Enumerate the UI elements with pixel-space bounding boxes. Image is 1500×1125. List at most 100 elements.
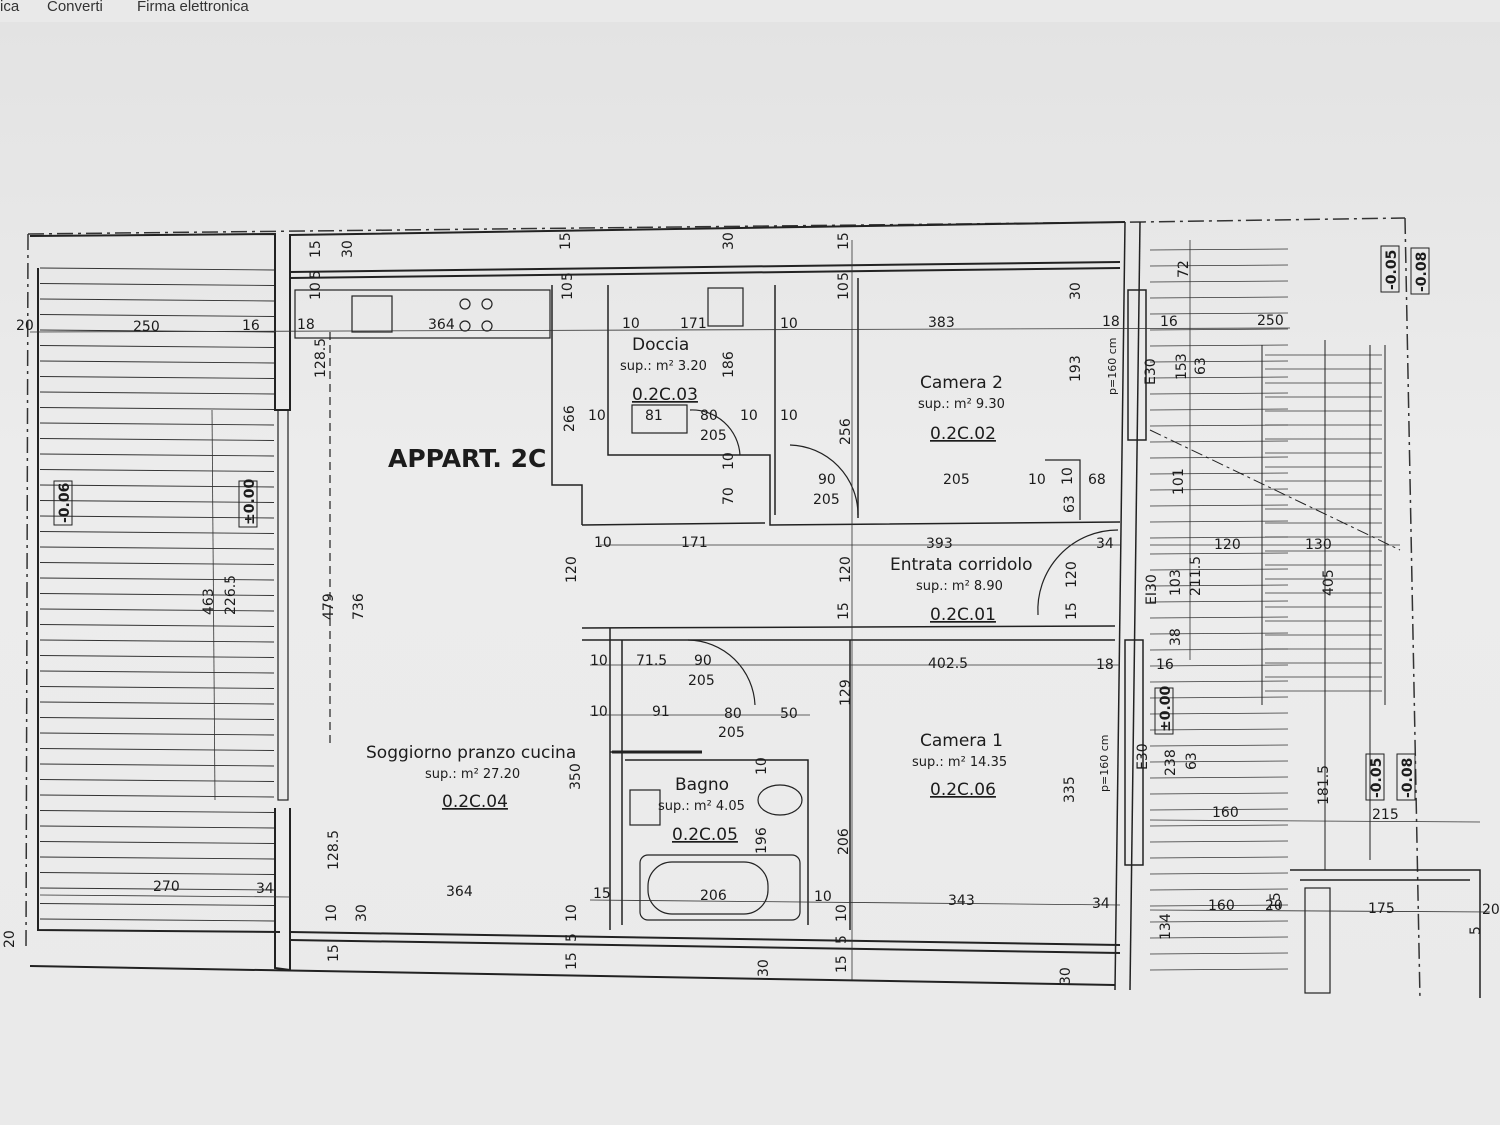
hatch-line bbox=[39, 407, 275, 410]
dimension-label: 10 bbox=[834, 904, 850, 922]
menu-item-ica[interactable]: ica bbox=[0, 0, 20, 15]
hatch-line bbox=[39, 763, 275, 767]
dimension-label: 120 bbox=[1214, 537, 1241, 553]
dimension-label: 5 bbox=[560, 272, 576, 281]
room-name: Soggiorno pranzo cucina bbox=[366, 743, 576, 763]
dimension-label: 15 bbox=[564, 952, 580, 970]
hatch-line bbox=[1149, 904, 1289, 907]
room-area: sup.: m² 8.90 bbox=[916, 579, 1003, 594]
dimension-label: 10 bbox=[594, 535, 612, 551]
hatch-line bbox=[39, 283, 275, 286]
dimension-label: 70 bbox=[721, 487, 737, 505]
hatch-line bbox=[39, 748, 275, 751]
hatch-line bbox=[1149, 280, 1289, 283]
dimension-label: 63 bbox=[1193, 357, 1209, 375]
hatch-line bbox=[1149, 344, 1289, 347]
dimension-label: 20 bbox=[2, 930, 18, 948]
dimension-label: 10 bbox=[590, 704, 608, 720]
room-bagno: Bagno sup.: m² 4.05 0.2C.05 bbox=[658, 775, 745, 845]
room-camera-2: Camera 2 sup.: m² 9.30 0.2C.02 bbox=[918, 373, 1005, 444]
dimension-label: 18 bbox=[297, 317, 315, 333]
dimension-label: 10 bbox=[622, 316, 640, 332]
dimension-label: 186 bbox=[721, 351, 737, 378]
dimension-label: 103 bbox=[1168, 569, 1184, 596]
dimension-label: 90 bbox=[694, 653, 712, 669]
svg-text:-0.08: -0.08 bbox=[1414, 252, 1430, 292]
dimension-label: 71.5 bbox=[636, 653, 667, 669]
dimension-label: 15 bbox=[308, 240, 324, 258]
hatch-line bbox=[39, 298, 275, 302]
room-code: 0.2C.05 bbox=[672, 825, 738, 845]
dimension-label: 193 bbox=[1068, 355, 1084, 382]
hatch-line bbox=[1149, 552, 1289, 555]
hatch-line bbox=[39, 422, 275, 426]
hatch-line bbox=[39, 360, 275, 364]
dimension-label: 18 bbox=[1102, 314, 1120, 330]
hatch-line bbox=[39, 872, 275, 875]
hatch-line bbox=[39, 825, 275, 829]
room-area: sup.: m² 27.20 bbox=[425, 767, 520, 782]
dimension-label: 250 bbox=[1257, 313, 1284, 329]
dimension-label: 10 bbox=[564, 904, 580, 922]
dimension-label: 405 bbox=[1321, 569, 1337, 596]
hatch-line bbox=[39, 267, 275, 271]
hatch-line bbox=[1149, 520, 1289, 523]
fire-door-label: E30 bbox=[1143, 358, 1159, 385]
level-marker: -0.08 bbox=[1410, 247, 1430, 295]
dimension-label: 10 bbox=[836, 282, 852, 300]
hatch-line bbox=[1149, 360, 1289, 363]
dimension-label: 16 bbox=[1160, 314, 1178, 330]
dimension-label: 101 bbox=[1171, 468, 1187, 495]
room-area: sup.: m² 4.05 bbox=[658, 799, 745, 814]
dimension-label: 5 bbox=[308, 270, 324, 279]
dimension-label: 206 bbox=[836, 828, 852, 855]
hatch-line bbox=[39, 686, 275, 689]
dimension-label: 80 bbox=[700, 408, 718, 424]
level-marker: -0.05 bbox=[1380, 245, 1400, 293]
hatch-line bbox=[39, 515, 275, 519]
hatch-line bbox=[39, 903, 275, 906]
dimension-label: 393 bbox=[926, 536, 953, 552]
dimension-label: 364 bbox=[446, 884, 473, 900]
svg-text:-0.05: -0.05 bbox=[1384, 250, 1400, 290]
room-name: Bagno bbox=[675, 775, 729, 795]
dimension-label: 15 bbox=[593, 886, 611, 902]
room-area: sup.: m² 14.35 bbox=[912, 755, 1007, 770]
hatch-line bbox=[39, 391, 275, 395]
hatch-line bbox=[1149, 248, 1289, 251]
walls bbox=[29, 221, 1481, 998]
fire-door-label: EI30 bbox=[1144, 574, 1160, 605]
hatch-line bbox=[1149, 568, 1289, 571]
dimension-label: 205 bbox=[943, 472, 970, 488]
dimension-label: 120 bbox=[1064, 561, 1080, 588]
dimension-label: 15 bbox=[836, 602, 852, 620]
hatch-line bbox=[39, 670, 275, 674]
dimension-label: 30 bbox=[721, 232, 737, 250]
dimension-label: 16 bbox=[242, 318, 260, 334]
dimension-label: 10 bbox=[814, 889, 832, 905]
dimension-label: 10 bbox=[308, 282, 324, 300]
menu-item-firma-elettronica[interactable]: Firma elettronica bbox=[137, 0, 249, 15]
fire-door-label: E30 bbox=[1135, 743, 1151, 770]
hatch-line bbox=[1149, 376, 1289, 379]
level-marker: ±0.00 bbox=[1154, 685, 1174, 735]
hatch-line bbox=[1149, 952, 1289, 955]
dimension-label: 5 bbox=[834, 935, 850, 944]
menu-bar: ica Converti Firma elettronica bbox=[0, 0, 1500, 22]
hatch-line bbox=[39, 345, 275, 348]
svg-text:±0.00: ±0.00 bbox=[242, 478, 258, 525]
hatch-line bbox=[1149, 504, 1289, 507]
hatch-line bbox=[39, 841, 275, 844]
hatch-line bbox=[39, 531, 275, 534]
room-camera-1: Camera 1 sup.: m² 14.35 0.2C.06 bbox=[912, 731, 1007, 800]
dimension-label: 226.5 bbox=[223, 575, 239, 615]
menu-item-converti[interactable]: Converti bbox=[47, 0, 103, 15]
dimension-label: 171 bbox=[680, 316, 707, 332]
room-code: 0.2C.01 bbox=[930, 605, 996, 625]
hatch-line bbox=[1149, 664, 1289, 667]
level-markers: -0.06 ±0.00 ±0.00 -0.05 -0.08 -0.05 -0.0… bbox=[53, 245, 1430, 801]
room-code: 0.2C.04 bbox=[442, 792, 508, 812]
hatch-line bbox=[39, 469, 275, 472]
dimension-label: 10 bbox=[780, 316, 798, 332]
